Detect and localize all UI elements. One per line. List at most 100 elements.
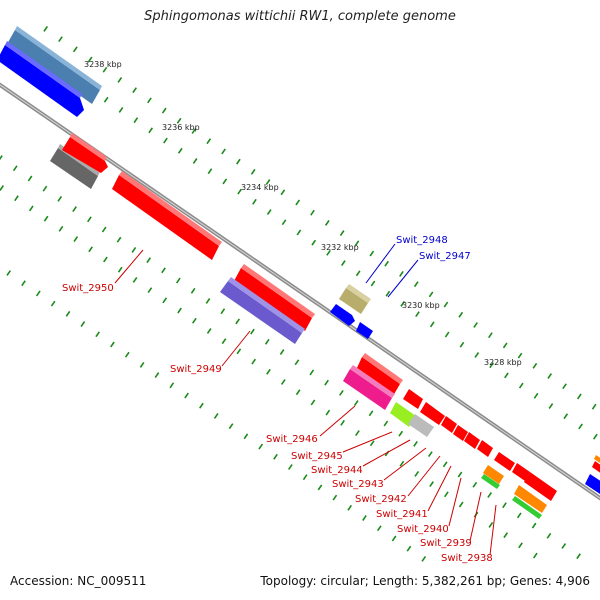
tick-mark <box>279 349 285 355</box>
gene-red-mid[interactable] <box>234 264 315 331</box>
tick-mark <box>169 382 175 389</box>
gene-blue-top[interactable] <box>0 41 84 117</box>
tick-mark <box>310 209 315 216</box>
tick-mark <box>296 229 302 236</box>
gene-blue-a[interactable] <box>330 304 355 326</box>
label-leader-lines <box>114 243 497 556</box>
tick-mark <box>206 328 212 334</box>
gene-blue-edge[interactable] <box>585 474 600 494</box>
gene-red-r3[interactable] <box>420 402 445 425</box>
gene-swit-2938[interactable] <box>512 485 547 519</box>
gene-swit-2942[interactable] <box>453 425 468 441</box>
gene-label[interactable]: Swit_2939 <box>420 538 472 549</box>
gene-red-small[interactable] <box>62 133 108 173</box>
tick-mark <box>220 308 226 315</box>
tick-mark <box>309 369 315 376</box>
gene-red-r6[interactable] <box>524 472 557 501</box>
gene-labels: Swit_2950 Swit_2949 Swit_2948 Swit_2947 … <box>62 235 493 564</box>
tick-mark <box>341 260 346 267</box>
tick-mark <box>80 321 86 327</box>
tick-mark <box>57 195 63 202</box>
tick-mark <box>489 362 494 369</box>
tick-mark <box>154 372 160 379</box>
tick-mark <box>117 266 123 273</box>
tick-mark <box>12 165 18 172</box>
tick-mark <box>413 281 419 288</box>
gene-swit-2950[interactable] <box>112 171 222 260</box>
gene-swit-2941[interactable] <box>464 432 480 449</box>
tick-mark <box>487 492 493 498</box>
gene-swit-2943[interactable] <box>441 416 457 433</box>
gene-label[interactable]: Swit_2943 <box>332 479 384 490</box>
tick-mark <box>421 555 427 562</box>
gene-swit-2944[interactable] <box>408 414 434 437</box>
genome-summary-text: Topology: circular; Length: 5,382,261 bp… <box>260 574 590 588</box>
tick-mark <box>101 226 107 233</box>
tick-mark <box>72 206 77 213</box>
gene-red-r2[interactable] <box>403 389 423 409</box>
gene-label[interactable]: Swit_2947 <box>419 251 471 262</box>
tick-mark <box>146 257 152 264</box>
tick-mark <box>213 413 219 419</box>
gene-swit-2949[interactable] <box>220 277 305 344</box>
gene-label[interactable]: Swit_2938 <box>441 553 493 564</box>
tick-mark <box>504 372 509 379</box>
gene-swit-2948[interactable] <box>339 284 371 314</box>
tick-mark <box>458 501 464 508</box>
tick-mark <box>27 175 33 182</box>
tick-mark <box>518 382 524 389</box>
gene-red-r4[interactable] <box>494 452 515 471</box>
gene-label[interactable]: Swit_2940 <box>397 524 449 535</box>
tick-mark <box>472 481 478 488</box>
gene-label[interactable]: Swit_2942 <box>355 494 407 505</box>
tick-mark <box>593 433 598 440</box>
tick-mark <box>43 25 49 32</box>
tick-mark <box>35 290 41 297</box>
tick-mark <box>399 460 405 467</box>
accession-text: Accession: NC_009511 <box>10 574 147 588</box>
tick-mark <box>369 440 375 447</box>
gene-orange-edge[interactable] <box>594 455 600 465</box>
tick-label: 3236 kbp <box>162 123 200 132</box>
gene-label[interactable]: Swit_2944 <box>311 465 363 476</box>
gene-swit-2947[interactable] <box>356 322 373 339</box>
tick-mark <box>427 451 433 458</box>
gene-swit-2946[interactable] <box>343 365 395 410</box>
tick-mark <box>221 148 226 155</box>
tick-label: 3228 kbp <box>484 358 522 367</box>
gene-label[interactable]: Swit_2941 <box>376 509 428 520</box>
gene-label[interactable]: Swit_2949 <box>170 364 222 375</box>
tick-mark <box>58 225 64 232</box>
gene-swit-2945[interactable] <box>390 402 416 427</box>
tick-mark <box>58 36 63 43</box>
tick-mark <box>148 127 154 134</box>
tick-mark <box>400 300 406 307</box>
gene-label[interactable]: Swit_2946 <box>266 434 318 445</box>
gene-label[interactable]: Swit_2948 <box>396 235 448 246</box>
tick-mark <box>502 342 508 349</box>
tick-mark <box>258 443 264 450</box>
tick-mark <box>117 77 123 83</box>
tick-mark <box>161 107 167 114</box>
tick-mark <box>191 128 197 134</box>
gene-swit-2940[interactable] <box>477 440 493 457</box>
gene-red-r5[interactable] <box>512 463 530 481</box>
gene-red-edge[interactable] <box>592 461 600 474</box>
gene-steel-top[interactable] <box>7 26 102 104</box>
tick-mark <box>546 532 552 539</box>
tick-mark <box>88 246 93 253</box>
gene-label[interactable]: Swit_2950 <box>62 283 114 294</box>
tick-mark <box>347 504 353 511</box>
tick-mark <box>287 464 293 470</box>
tick-mark <box>0 155 3 161</box>
tick-mark <box>353 400 359 407</box>
gene-label[interactable]: Swit_2945 <box>291 451 343 462</box>
tick-mark <box>547 373 553 379</box>
tick-mark <box>14 195 19 202</box>
tick-mark <box>376 525 382 532</box>
tick-mark <box>131 247 137 253</box>
tick-mark <box>103 96 109 103</box>
gene-red-r1[interactable] <box>356 353 403 396</box>
gene-swit-2939[interactable] <box>481 465 504 489</box>
